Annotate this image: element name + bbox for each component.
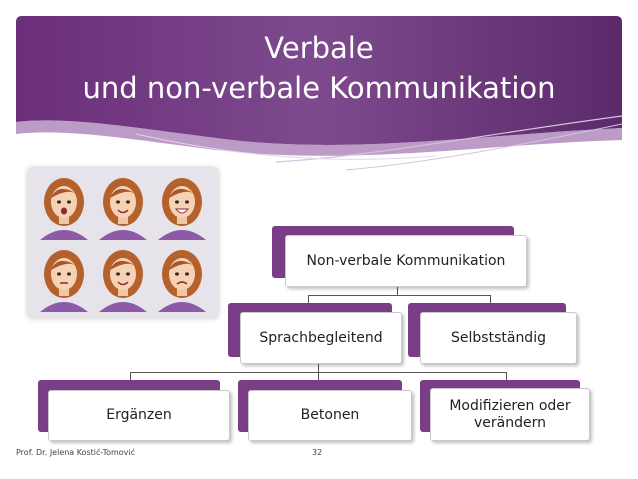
node-modifizieren-label: Modifizieren oder verändern <box>430 388 590 441</box>
connector-erg-down <box>130 372 131 382</box>
connector-sprach-down <box>318 362 319 372</box>
node-root-label: Non-verbale Kommunikation <box>285 235 527 287</box>
page-number: 32 <box>312 448 323 457</box>
connector-right-down <box>490 295 491 309</box>
title-banner-shape <box>16 16 622 171</box>
faces-illustration <box>40 178 206 312</box>
connector-left-down <box>308 295 309 309</box>
connector-mod-down <box>506 372 507 382</box>
connector-bet-down <box>318 372 319 382</box>
title-banner <box>16 16 622 174</box>
face-portrait <box>158 250 206 312</box>
slide-title-line1: Verbale <box>264 31 374 65</box>
facial-expressions-image <box>28 168 218 318</box>
node-selbststaendig-label: Selbstständig <box>420 312 577 364</box>
slide-title-line2: und non-verbale Kommunikation <box>82 71 556 105</box>
node-betonen-label: Betonen <box>248 390 412 441</box>
face-portrait <box>158 178 206 240</box>
footer-author: Prof. Dr. Jelena Kostić-Tomović <box>16 448 136 457</box>
connector-level1-bar <box>308 295 490 296</box>
face-portrait <box>99 178 147 240</box>
face-portrait <box>40 250 88 312</box>
connector-root-down <box>397 286 398 295</box>
face-portrait <box>99 250 147 312</box>
face-portrait <box>40 178 88 240</box>
slide-title: Verbale und non-verbale Kommunikation <box>16 28 622 108</box>
node-ergaenzen-label: Ergänzen <box>48 390 230 441</box>
node-sprachbegleitend-label: Sprachbegleitend <box>240 312 402 364</box>
